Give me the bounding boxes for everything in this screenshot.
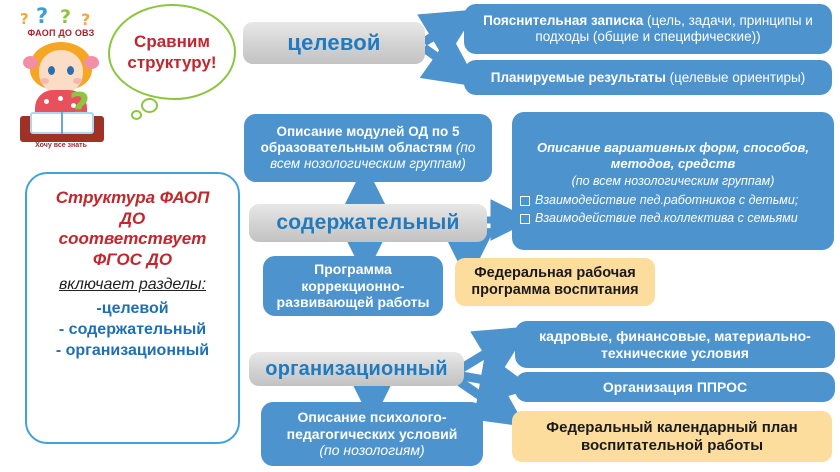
- question-mark-icon: ?: [20, 10, 29, 28]
- organizational-box-conditions[interactable]: кадровые, финансовые, материально-технич…: [515, 321, 835, 368]
- question-mark-icon: ?: [36, 4, 49, 28]
- content-box-correction-program[interactable]: Программа коррекционно-развивающей работ…: [263, 256, 443, 316]
- variable-forms-bullet-list: Взаимодействие пед.работников с детьми; …: [520, 193, 826, 226]
- modules-bold: Описание модулей ОД по 5 образовательным…: [260, 124, 460, 156]
- summary-item-target: -целевой: [96, 299, 169, 317]
- summary-red-line-4: ФГОС ДО: [92, 250, 173, 270]
- bullet-item: Взаимодействие пед.коллектива с семьями: [520, 211, 826, 226]
- summary-red-line-2: ДО: [119, 208, 146, 228]
- thought-bubble-tail-small: [131, 110, 142, 120]
- clipart-caption-bottom: Хочу все знать: [35, 142, 87, 149]
- target-box-explanatory-note[interactable]: Пояснительная записка (цель, задачи, при…: [464, 4, 832, 54]
- clipart-illustration: ? ? ? ? ФАОП ДО ОВЗ ? Хочу все знать: [6, 4, 116, 154]
- dress-dot: [44, 99, 49, 104]
- organizational-box-psych-ped-conditions[interactable]: Описание психолого-педагогических услови…: [261, 402, 483, 466]
- arrow-target-to-box1: [417, 9, 478, 61]
- psych-ped-main: Описание психолого-педагогических услови…: [286, 409, 458, 442]
- dress-dot: [71, 103, 76, 108]
- content-box-federal-education-program[interactable]: Федеральная рабочая программа воспитания: [455, 258, 655, 306]
- variable-forms-title: Описание вариативных форм, способов, мет…: [536, 139, 810, 171]
- arrow-org-to-conditions: [459, 326, 531, 378]
- question-mark-icon: ?: [60, 6, 72, 28]
- arrow-target-to-box2: [419, 33, 480, 88]
- planned-results-bold: Планируемые результаты: [490, 69, 666, 85]
- arrow-org-to-ppros: [461, 352, 534, 406]
- modules-italic: (по всем нозологическим группам): [270, 140, 476, 171]
- dress-dot: [58, 96, 63, 101]
- summary-item-content: - содержательный: [58, 321, 207, 339]
- girl-eye-left: [48, 66, 55, 75]
- thought-bubble-tail-large: [141, 98, 158, 113]
- target-box-planned-results[interactable]: Планируемые результаты (целевые ориентир…: [464, 60, 832, 95]
- bubble-line-2: структуру!: [127, 53, 217, 72]
- bullet-text: Взаимодействие пед.коллектива с семьями: [535, 210, 798, 225]
- question-mark-icon: ?: [81, 10, 91, 29]
- thought-bubble-text: Сравним структуру!: [127, 31, 216, 74]
- planned-results-normal: (целевые ориентиры): [665, 69, 806, 85]
- explanatory-note-bold: Пояснительная записка: [483, 13, 644, 29]
- section-pill-organizational[interactable]: организационный: [249, 352, 464, 386]
- explanatory-note-normal: (цель, задачи, принципы и подходы (общие…: [535, 13, 813, 44]
- book-spine: [61, 112, 63, 134]
- organizational-box-ppros[interactable]: Организация ППРОС: [515, 372, 835, 402]
- bubble-line-1: Сравним: [134, 31, 210, 51]
- checkbox-square-icon: [520, 213, 530, 224]
- summary-red-line-1: Структура ФАОП: [55, 188, 210, 207]
- section-pill-target[interactable]: целевой: [243, 22, 425, 64]
- section-pill-content[interactable]: содержательный: [249, 204, 487, 242]
- thought-bubble: Сравним структуру!: [108, 4, 236, 100]
- summary-item-organizational: - организационный: [55, 342, 210, 360]
- content-box-modules[interactable]: Описание модулей ОД по 5 образовательным…: [244, 114, 492, 182]
- variable-forms-subtitle: (по всем нозологическим группам): [571, 174, 775, 189]
- psych-ped-italic: (по нозологиям): [319, 442, 425, 459]
- girl-cheek-left: [40, 78, 49, 84]
- hair-bow-right: [84, 56, 99, 69]
- organizational-box-federal-calendar-plan[interactable]: Федеральный календарный план воспитатель…: [512, 411, 832, 462]
- girl-eye-right: [67, 66, 74, 75]
- content-box-variable-forms[interactable]: Описание вариативных форм, способов, мет…: [512, 112, 834, 250]
- summary-card: Структура ФАОП ДО соответствует ФГОС ДО …: [25, 172, 240, 444]
- girl-face: [39, 50, 83, 94]
- bullet-item: Взаимодействие пед.работников с детьми;: [520, 193, 826, 208]
- clipart-caption-top: ФАОП ДО ОВЗ: [27, 28, 95, 38]
- summary-includes-label: включает разделы:: [58, 275, 207, 293]
- checkbox-square-icon: [520, 195, 530, 206]
- hair-bow-left: [23, 56, 38, 69]
- bullet-text: Взаимодействие пед.работников с детьми;: [535, 192, 799, 207]
- summary-red-line-3: соответствует: [58, 229, 207, 249]
- girl-cheek-right: [73, 78, 82, 84]
